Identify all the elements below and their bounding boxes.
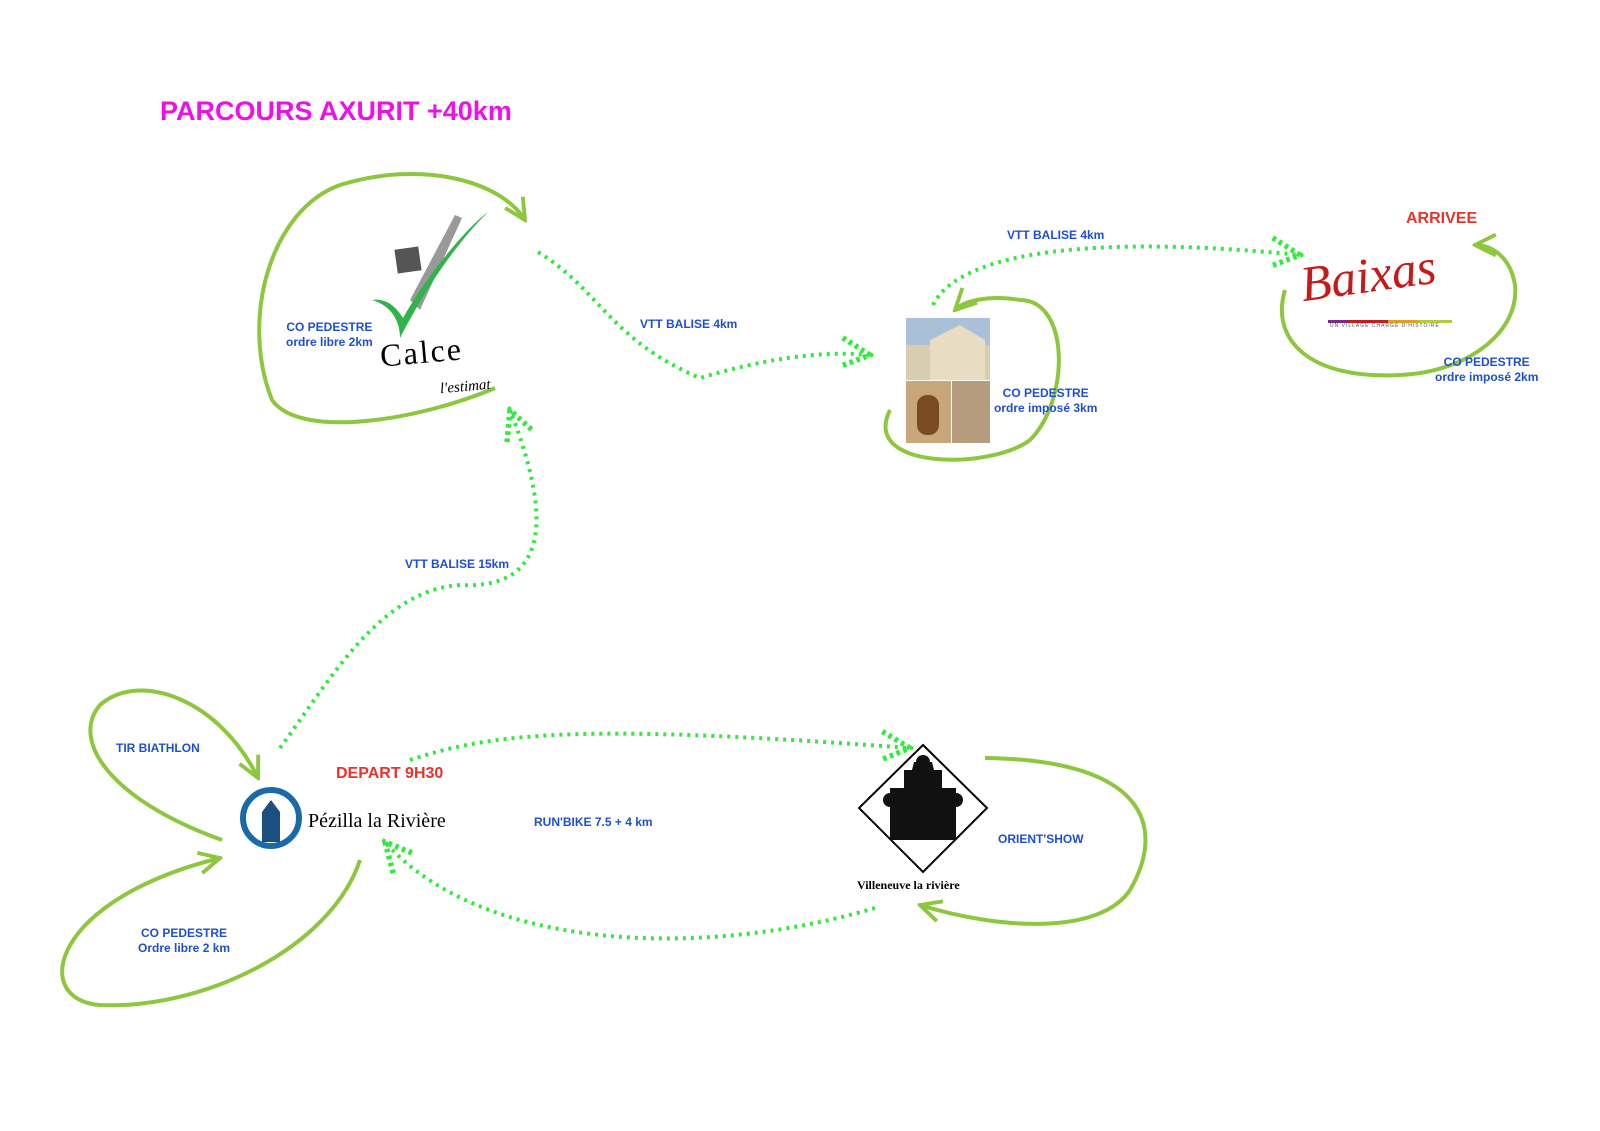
route-church-baixas xyxy=(931,247,1300,306)
runbike-label: RUN'BIKE 7.5 + 4 km xyxy=(534,815,653,829)
route-pezilla-villeneuve xyxy=(409,734,910,760)
route-calce-church xyxy=(536,250,870,378)
pezilla-emblem xyxy=(240,787,302,849)
route-pezilla-calce xyxy=(278,410,537,750)
depart-label: DEPART 9H30 xyxy=(336,765,444,782)
church-photo xyxy=(906,318,990,443)
loop-tir-biathlon xyxy=(88,688,258,842)
route-villeneuve-pezilla xyxy=(385,842,876,941)
vtt-church-baixas-label: VTT BALISE 4km xyxy=(1007,228,1105,242)
loop-pezilla-co xyxy=(60,858,362,1008)
baixas-tagline: UN VILLAGE CHARGÉ D'HISTOIRE xyxy=(1330,323,1440,329)
calce-logo xyxy=(372,212,488,338)
loop-orient-show xyxy=(920,756,1148,926)
pezilla-name: Pézilla la Rivière xyxy=(308,810,446,832)
loop-calce-co xyxy=(257,172,525,425)
loop-church-co xyxy=(883,298,1061,462)
page-title: PARCOURS AXURIT +40km xyxy=(160,96,512,126)
tir-biathlon-label: TIR BIATHLON xyxy=(116,741,200,755)
baixas-stripe xyxy=(1328,320,1452,323)
vtt-pezilla-calce-label: VTT BALISE 15km xyxy=(405,557,510,571)
villeneuve-emblem xyxy=(857,743,989,874)
calce-name: Calce xyxy=(378,330,465,374)
loop-baixas-co xyxy=(1279,245,1518,378)
orient-show-label: ORIENT'SHOW xyxy=(998,832,1084,846)
vtt-calce-church-label: VTT BALISE 4km xyxy=(640,317,738,331)
villeneuve-name: Villeneuve la rivière xyxy=(857,878,960,892)
arrivee-label: ARRIVEE xyxy=(1406,210,1478,227)
